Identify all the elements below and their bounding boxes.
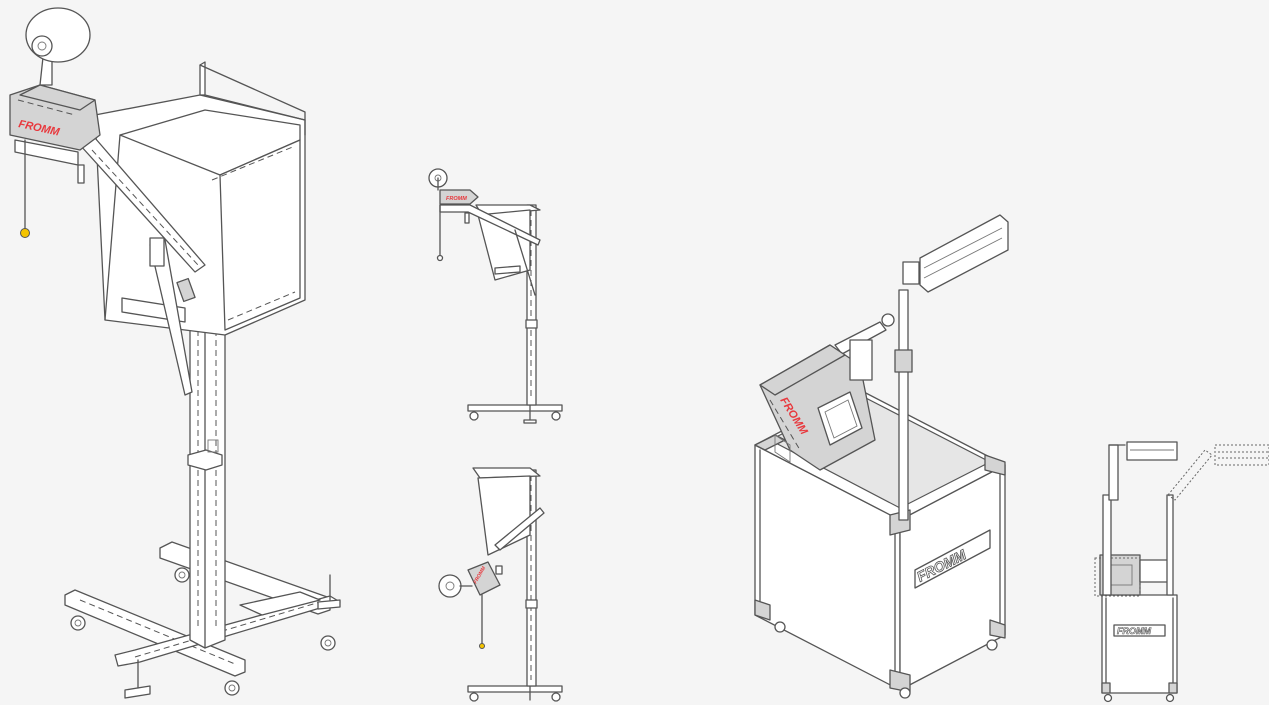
brand-logo-outline-small: FROMM: [1117, 626, 1151, 636]
yellow-knob: [20, 228, 30, 238]
tall-stand-machine: FROMM: [9, 7, 341, 699]
side-view-lowered: FROMM: [438, 467, 563, 702]
side-view-raised: FROMM: [428, 168, 563, 424]
caster-wheels: [70, 567, 341, 699]
brand-logo-small-1: FROMM: [446, 196, 467, 202]
hopper: [94, 61, 306, 336]
cart-machine: FROMM FROMM: [754, 214, 1009, 699]
cart-side-view: FROMM: [1094, 441, 1269, 703]
support-arm: [79, 137, 206, 396]
dispenser-head: FROMM: [9, 7, 101, 238]
yellow-knob-small: [479, 643, 485, 649]
stand-base: [64, 541, 341, 677]
